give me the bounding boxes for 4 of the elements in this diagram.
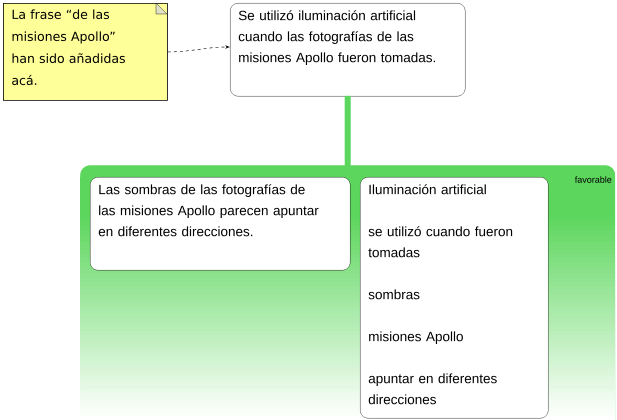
text-box: Se utilizó iluminación artificial cuando las fotografías de las misiones Apollo fueron tomadas. (230, 3, 466, 96)
text-box: Las sombras de las fotografías de las misiones Apollo parecen apuntar en diferentes direcciones. (90, 177, 350, 270)
sticky-note: La frase “de las misiones Apollo” han sido añadidas acá. (3, 2, 168, 101)
connector (344, 96, 351, 166)
